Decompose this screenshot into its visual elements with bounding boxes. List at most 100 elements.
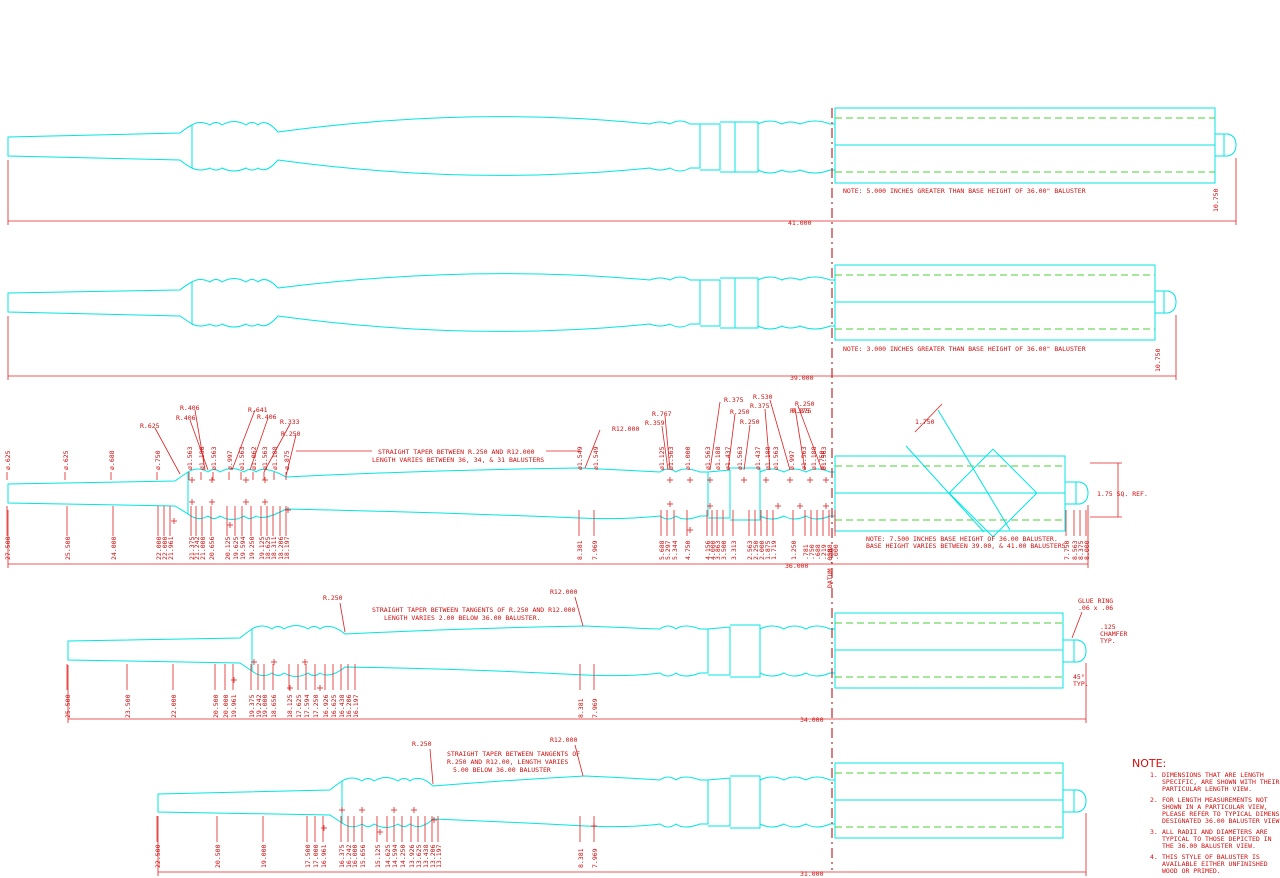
vertical-dim-label: 16.961: [320, 844, 328, 868]
view-39-length: 39.000: [790, 374, 814, 382]
radius-label: R.250: [740, 418, 760, 426]
radius-label: R.406: [176, 414, 196, 422]
vertical-dim-label: 8.381: [577, 848, 585, 868]
vertical-dim-label: .781: [802, 544, 810, 560]
vertical-dim-label: 8.381: [576, 540, 584, 560]
view-34-taper-note-2: LENGTH VARIES 2.00 BELOW 36.00 BALUSTER.: [384, 614, 541, 622]
radius-label: R.333: [280, 418, 300, 426]
diameter-label: ø1.549: [576, 446, 584, 470]
diameter-label: ø1.000: [684, 446, 692, 470]
vertical-dim-label: 17.594: [303, 694, 311, 718]
vertical-dim-label: 16.242: [345, 844, 353, 868]
view-34-angle: 45°: [1073, 673, 1085, 681]
vertical-dim-label: .188: [826, 544, 834, 560]
view-31-taper-note-3: 5.00 BELOW 36.00 BALUSTER: [453, 766, 551, 774]
view-34-angle-typ: TYP.: [1073, 680, 1089, 688]
vertical-dim-label: 14.594: [391, 844, 399, 868]
vertical-dim-label: .000: [832, 544, 840, 560]
vertical-dim-label: 25.500: [64, 536, 72, 560]
radius-label: R.767: [652, 410, 672, 418]
vertical-dim-label: 20.500: [212, 694, 220, 718]
vertical-dim-label: 19.625: [232, 536, 240, 560]
vertical-dim-label: 24.000: [110, 536, 118, 560]
vertical-dim-label: 16.438: [338, 694, 346, 718]
note-line: THE 36.00 BALUSTER VIEW.: [1162, 842, 1256, 850]
vertical-dim-label: 21.242: [193, 536, 201, 560]
note-number: 3.: [1150, 828, 1158, 836]
vertical-dim-label: 18.311: [270, 536, 278, 560]
vertical-dim-label: 7.969: [591, 540, 599, 560]
vertical-dim-label: 18.625: [264, 536, 272, 560]
vertical-dim-label: 16.926: [322, 694, 330, 718]
vertical-dim-label: 19.125: [258, 536, 266, 560]
radius-label: R.406: [180, 404, 200, 412]
diameter-label: ø1.563: [772, 446, 780, 470]
vertical-dim-label: 15.656: [359, 844, 367, 868]
center-marks: [171, 477, 829, 835]
vertical-dim-label: 18.656: [270, 694, 278, 718]
vertical-dim-label: 5.344: [671, 540, 679, 560]
view-39-baluster: 39.000 NOTE: 3.000 INCHES GREATER THAN B…: [7, 264, 1177, 382]
diameter-label: ø1.563: [736, 446, 744, 470]
note-line: AVAILABLE EITHER UNFINISHED: [1162, 860, 1268, 868]
diameter-label: ø1.188: [271, 446, 279, 470]
note-number: 1.: [1150, 771, 1158, 779]
view-36-note-2: BASE HEIGHT VARIES BETWEEN 39.00, & 41.0…: [866, 542, 1066, 550]
radius-label: R.375: [724, 396, 744, 404]
vertical-dim-label: 19.000: [261, 694, 269, 718]
radius-label: R.250: [730, 408, 750, 416]
note-line: PARTICULAR LENGTH VIEW.: [1162, 785, 1252, 793]
vertical-dim-label: 19.250: [248, 536, 256, 560]
vertical-dim-label: .750: [808, 544, 816, 560]
view-41-profile: [7, 124, 193, 169]
vertical-dim-label: 1.250: [790, 540, 798, 560]
diameter-label: ø1.563: [820, 446, 828, 470]
vertical-dim-label: 4.750: [684, 540, 692, 560]
note-line: DESIGNATED 36.00 BALUSTER VIEW.: [1162, 817, 1280, 825]
diameter-label: ø.625: [4, 450, 12, 470]
vertical-dim-label: 17.250: [312, 694, 320, 718]
vertical-dim-label: 22.500: [154, 844, 162, 868]
diameter-label: ø.875: [283, 450, 291, 470]
note-line: THIS STYLE OF BALUSTER IS: [1162, 853, 1260, 861]
diameter-label: ø1.125: [658, 446, 666, 470]
view-36-radii-right: R.767R.359R12.000R.375R.250R.250R.375R.5…: [612, 393, 815, 433]
vertical-dim-label: 15.125: [374, 844, 382, 868]
view-31-taper-note-2: R.250 AND R12.00, LENGTH VARIES: [447, 758, 568, 766]
diameter-label: ø1.437: [754, 446, 762, 470]
vertical-dim-label: 8.563: [1071, 540, 1079, 560]
radius-label: R12.000: [612, 425, 639, 433]
note-line: FOR LENGTH MEASUREMENTS NOT: [1162, 796, 1268, 804]
diameter-label: ø1.563: [704, 446, 712, 470]
vertical-dim-label: 27.500: [4, 536, 12, 560]
vertical-dim-label: 14.625: [384, 844, 392, 868]
view-36-baluster: 1.750 1.75 SQ. REF. STRAIGHT TAPER BETWE…: [7, 399, 1148, 588]
radius-label: R.375: [792, 407, 812, 415]
vertical-dim-label: 22.000: [155, 536, 163, 560]
view-31-length: 31.000: [800, 870, 824, 878]
view-34-baluster: R.250 R12.000 STRAIGHT TAPER BETWEEN TAN…: [67, 588, 1127, 724]
vertical-dim-label: .688: [814, 544, 822, 560]
vertical-dim-label: 20.656: [208, 536, 216, 560]
radius-label: R.250: [795, 400, 815, 408]
vertical-dim-label: 17.625: [295, 694, 303, 718]
note-line: WOOD OR PRIMED.: [1162, 867, 1221, 875]
vertical-dim-label: 13.197: [435, 844, 443, 868]
vertical-dim-label: 18.125: [286, 694, 294, 718]
view-34-glue-ring-size: .06 x .06: [1078, 604, 1113, 612]
vertical-dim-label: 4.156: [704, 540, 712, 560]
diameter-label: ø1.062: [250, 446, 258, 470]
vertical-dim-label: 8.000: [1083, 540, 1091, 560]
vertical-dim-label: 18.197: [283, 536, 291, 560]
view-41-end-dim: 10.750: [1212, 188, 1220, 212]
diameter-label: ø1.563: [238, 446, 246, 470]
diameter-label: ø1.563: [210, 446, 218, 470]
vertical-dim-label: 21.961: [167, 536, 175, 560]
radius-label: R.375: [790, 407, 810, 415]
view-36-sq-ref: 1.75 SQ. REF.: [1097, 490, 1148, 498]
vertical-dim-label: 2.000: [758, 540, 766, 560]
